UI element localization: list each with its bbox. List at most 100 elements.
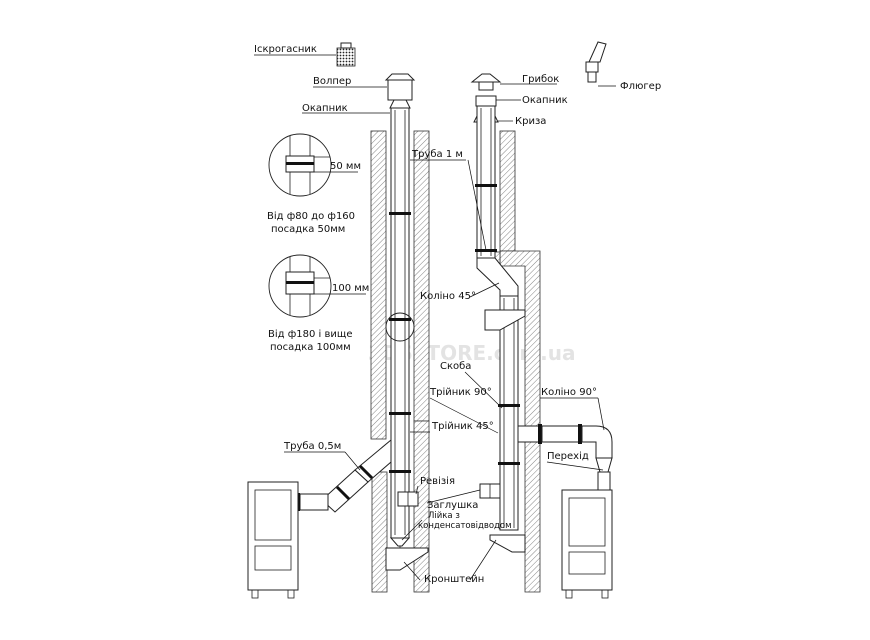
diag-joint-1 [358,464,374,480]
label-triynyk-90: Трійник 90° [429,386,492,398]
left-joint-4 [389,470,411,473]
volper-top [384,73,416,81]
left-stove-door [254,489,292,541]
right-joint-3 [498,404,520,407]
detail-1-caption-2: посадка 50мм [271,224,345,235]
label-truba-1m: Труба 1 м [411,149,463,160]
hrybok-neck [478,81,494,91]
perekhid-shape [595,457,613,473]
left-stove-ashbox [254,545,292,571]
kolino-90-shape [581,425,613,459]
label-skoba: Скоба [440,361,471,372]
detail-2-caption-2: посадка 100мм [270,342,351,353]
label-okapnyk-right: Окапник [522,95,568,106]
right-lower-pipe [499,295,519,531]
tee-90-branch [517,425,541,443]
left-joint-1 [389,212,411,215]
left-stove-body [247,481,299,591]
label-kryza: Криза [515,116,546,127]
detail-1-dimension: 50 мм [330,161,361,172]
detail-2-dimension: 100 мм [332,283,369,294]
label-perekhid: Перехід [547,450,589,462]
lead-kronshteyn-r [469,539,497,581]
label-kronshteyn: Кронштейн [424,574,484,585]
condensate-funnel [389,537,411,547]
right-horizontal-pipe [541,425,583,443]
okapnyk-right-shape [475,95,497,107]
right-horizontal-joint [578,424,582,444]
okapnyk-left-shape [389,99,411,109]
right-joint-1 [475,184,497,187]
label-okapnyk-left: Окапник [302,103,348,114]
lead-kronshteyn-l [403,561,421,581]
right-joint-4 [498,462,520,465]
lead-kolino-45 [469,282,500,298]
right-wall-upper-outer [499,130,516,252]
right-stove-leg-1 [565,589,573,599]
left-pipe-detail-circle [385,312,415,342]
detail-50mm [268,133,358,197]
label-liyka-1: Лійка з [428,511,460,521]
right-stove-door [568,497,606,547]
left-bracket [385,547,429,571]
left-wall-lower-a [371,471,388,593]
detail-100mm [268,254,366,318]
lead-perekhid [546,461,604,471]
left-wall-outer-top [413,130,430,422]
weather-vane-blade [588,41,607,63]
pipe-05m-diagonal [321,469,369,513]
right-bracket [489,534,526,553]
right-stove [561,489,613,599]
label-triynyk-45: Трійник 45° [431,420,494,432]
left-stove-leg-1 [251,589,259,599]
left-joint-2 [389,318,411,321]
right-joint-2 [475,249,497,252]
label-reviziya: Ревізія [420,475,455,487]
left-main-pipe [390,107,410,539]
label-zahlushka: Заглушка [427,500,478,511]
detail-2-caption-1: Від ф180 і вище [268,328,352,340]
weather-vane-base [585,61,599,73]
label-hrybok: Грибок [522,74,559,85]
labels: Іскрогасник Волпер Окапник Грибок Окапни… [254,44,661,585]
label-liyka-2: конденсатовідводом [418,521,512,531]
left-wall-inner [370,130,387,440]
label-flyuger: Флюгер [620,81,661,92]
right-stove-ashbox [568,551,606,575]
spark-arrester-mesh [336,47,356,67]
lead-triynyk-90 [429,397,499,434]
lead-liyka [401,519,423,541]
right-stove-body [561,489,613,591]
skoba-bracket [484,309,526,331]
right-wall-step [499,250,541,593]
hrybok-cap [470,73,502,83]
left-stove [247,481,299,599]
left-chimney [296,42,430,593]
label-kolino-45: Коліно 45° [420,290,476,302]
lead-reviziya [415,485,419,495]
detail-100mm-seal [286,281,314,284]
weather-vane [585,41,607,83]
lead-kolino-90-down [597,397,605,431]
detail-50mm-seal [286,162,314,165]
right-upper-pipe [476,105,496,259]
volper-body [387,79,413,101]
label-kolino-90: Коліно 90° [541,386,597,398]
label-truba-05m: Труба 0,5м [283,441,341,452]
detail-1-caption-1: Від ф80 до ф160 [267,210,355,222]
left-stove-leg-2 [287,589,295,599]
lead-skoba [464,371,503,409]
spark-arrester-cap [340,42,352,49]
diag-joint-2 [335,485,351,501]
lead-truba-05m-d [344,451,361,471]
lead-truba-1m [467,159,487,251]
label-volper: Волпер [313,76,351,87]
right-chimney [470,73,613,593]
label-spark-arrester: Іскрогасник [254,44,317,55]
weather-vane-stem [587,71,597,83]
leader-lines [254,54,616,581]
right-stove-leg-2 [601,589,609,599]
left-joint-3 [389,412,411,415]
